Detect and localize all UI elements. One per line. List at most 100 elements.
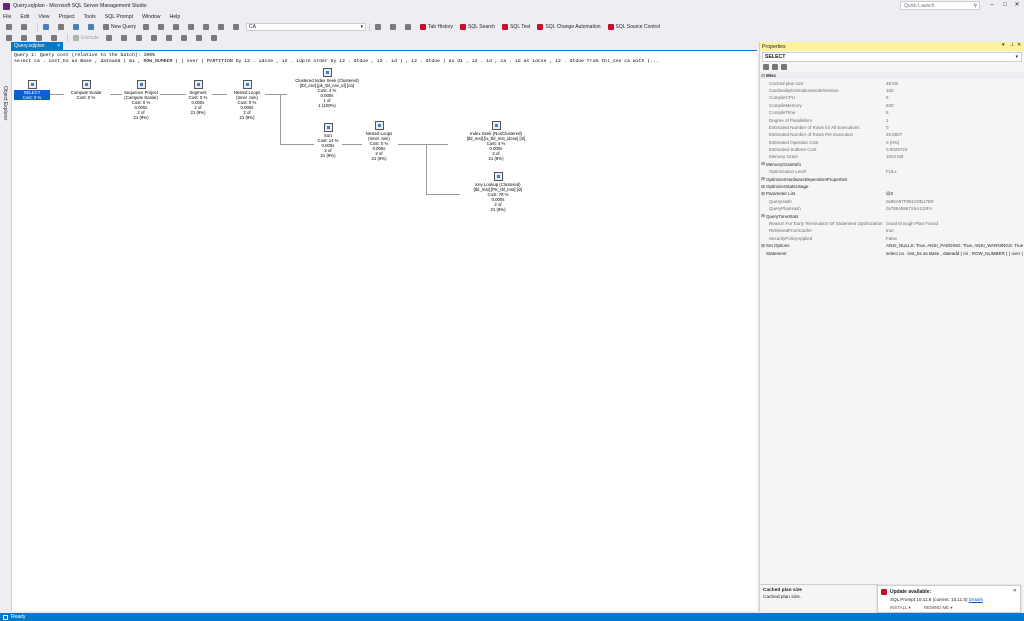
property-row[interactable]: Estimated Number of Rows for All Executi…: [760, 124, 1024, 131]
menu-project[interactable]: Project: [58, 13, 75, 20]
sql-test-button[interactable]: SQL Test: [500, 22, 532, 31]
property-row[interactable]: ⊞OptimizerHardwareDependentProperties: [760, 175, 1024, 182]
categorized-icon[interactable]: [763, 64, 769, 70]
expander-icon[interactable]: ⊞: [761, 242, 765, 248]
results-to-button[interactable]: [149, 33, 161, 42]
connect-button[interactable]: [4, 33, 16, 42]
available-databases-button[interactable]: [49, 33, 61, 42]
plan-op-key-lookup[interactable]: Key Lookup (Clustered) [tbl_Inst].[PK_tb…: [450, 172, 546, 212]
menu-tools[interactable]: Tools: [83, 13, 96, 20]
db-engine-query-button[interactable]: [141, 22, 153, 31]
save-all-button[interactable]: [86, 22, 98, 31]
change-connection-button[interactable]: [34, 33, 46, 42]
execution-plan-canvas[interactable]: Query 1: Query cost (relative to the bat…: [11, 51, 757, 611]
display-plan-button[interactable]: [134, 33, 146, 42]
toolbox-button[interactable]: [403, 22, 415, 31]
back-button[interactable]: [4, 22, 16, 31]
property-row[interactable]: ⊟Misc: [760, 72, 1024, 80]
parse-button[interactable]: [119, 33, 131, 42]
expander-icon[interactable]: ⊟: [761, 72, 765, 78]
undo-button[interactable]: [201, 22, 213, 31]
execute-button[interactable]: Execute: [71, 33, 101, 42]
properties-object-dropdown[interactable]: SELECT ▾: [762, 52, 1022, 62]
properties-button[interactable]: [373, 22, 385, 31]
remind-me-button[interactable]: REMIND ME ▾: [923, 605, 953, 610]
sql-source-control-button[interactable]: SQL Source Control: [606, 22, 663, 31]
paste-button[interactable]: [186, 22, 198, 31]
close-icon[interactable]: ✕: [1017, 42, 1022, 48]
menu-help[interactable]: Help: [169, 13, 181, 20]
install-button[interactable]: INSTALL ▾: [890, 605, 911, 610]
property-row[interactable]: ⊞OptimizerStatsUsage: [760, 183, 1024, 190]
expander-icon[interactable]: ⊞: [761, 176, 765, 182]
expander-icon[interactable]: ⊞: [761, 183, 765, 189]
quick-launch-input[interactable]: Quick Launch ⚲: [900, 1, 980, 10]
forward-button[interactable]: [19, 22, 31, 31]
pin-icon[interactable]: ⊥: [1010, 42, 1015, 48]
plan-op-segment[interactable]: Segment Cost: 0 % 0.000s 2 of 21 (9%): [180, 80, 216, 115]
menu-file[interactable]: File: [3, 13, 12, 20]
expander-icon[interactable]: ⊞: [761, 213, 765, 219]
expander-icon[interactable]: ⊞: [761, 190, 765, 196]
close-icon[interactable]: ×: [57, 43, 60, 49]
minimize-button[interactable]: –: [990, 2, 994, 8]
maximize-button[interactable]: □: [1003, 2, 1007, 8]
property-row[interactable]: Reason For Early Termination Of Statemen…: [760, 220, 1024, 227]
outdent-button[interactable]: [209, 33, 221, 42]
menu-window[interactable]: Window: [142, 13, 161, 20]
plan-op-nested-loops-2[interactable]: Nested Loops (Inner Join) Cost: 0 % 0.00…: [356, 121, 402, 161]
activity-monitor-button[interactable]: [231, 22, 243, 31]
sql-change-automation-button[interactable]: SQL Change Automation: [535, 22, 602, 31]
menu-view[interactable]: View: [38, 13, 50, 20]
property-pages-icon[interactable]: [781, 64, 787, 70]
new-query-button[interactable]: New Query: [101, 22, 138, 31]
menu-sql-prompt[interactable]: SQL Prompt: [104, 13, 134, 20]
tab-query-sqlplan[interactable]: Query.sqlplan ×: [11, 42, 63, 50]
disconnect-button[interactable]: [19, 33, 31, 42]
open-file-button[interactable]: [56, 22, 68, 31]
plan-op-select[interactable]: SELECT Cost: 0 %: [14, 80, 50, 100]
cancel-query-button[interactable]: [104, 33, 116, 42]
object-explorer-button[interactable]: [388, 22, 400, 31]
sql-search-button[interactable]: SQL Search: [458, 22, 497, 31]
property-row[interactable]: ⊞MemoryGrantInfo: [760, 161, 1024, 168]
expander-icon[interactable]: ⊞: [761, 161, 765, 167]
plan-op-nested-loops[interactable]: Nested Loops (Inner Join) Cost: 0 % 0.00…: [224, 80, 270, 120]
object-explorer-tab[interactable]: Object Explorer: [0, 42, 9, 612]
alphabetical-icon[interactable]: [772, 64, 778, 70]
plan-op-compute-scalar[interactable]: Compute Scalar Cost: 0 %: [58, 80, 114, 100]
property-row[interactable]: ⊞Parameter List@0: [760, 190, 1024, 197]
database-dropdown[interactable]: CA ▾: [246, 22, 367, 31]
close-button[interactable]: ✕: [1014, 2, 1020, 8]
tab-history-button[interactable]: Tab History: [418, 22, 455, 31]
copy-button[interactable]: [171, 22, 183, 31]
plan-op-sort[interactable]: Sort Cost: 14 % 0.000s 2 of 21 (9%): [310, 123, 346, 158]
plan-op-index-seek[interactable]: Index Seek (NonClustered) [tbl_Inst].[ix…: [446, 121, 546, 161]
uncomment-button[interactable]: [179, 33, 191, 42]
plan-op-sequence-project[interactable]: Sequence Project (Compute Scalar) Cost: …: [116, 80, 166, 120]
cut-button[interactable]: [156, 22, 168, 31]
new-project-button[interactable]: [41, 22, 53, 31]
chevron-down-icon[interactable]: ▾: [1002, 42, 1005, 48]
indent-button[interactable]: [194, 33, 206, 42]
menu-edit[interactable]: Edit: [20, 13, 30, 20]
save-button[interactable]: [71, 22, 83, 31]
property-row[interactable]: ⊞QueryTimeStats: [760, 212, 1024, 219]
comment-button[interactable]: [164, 33, 176, 42]
details-link[interactable]: Details: [968, 597, 983, 602]
plan-op-clustered-index-seek[interactable]: Clustered Index Seek (Clustered) [tbl_cs…: [284, 68, 370, 108]
